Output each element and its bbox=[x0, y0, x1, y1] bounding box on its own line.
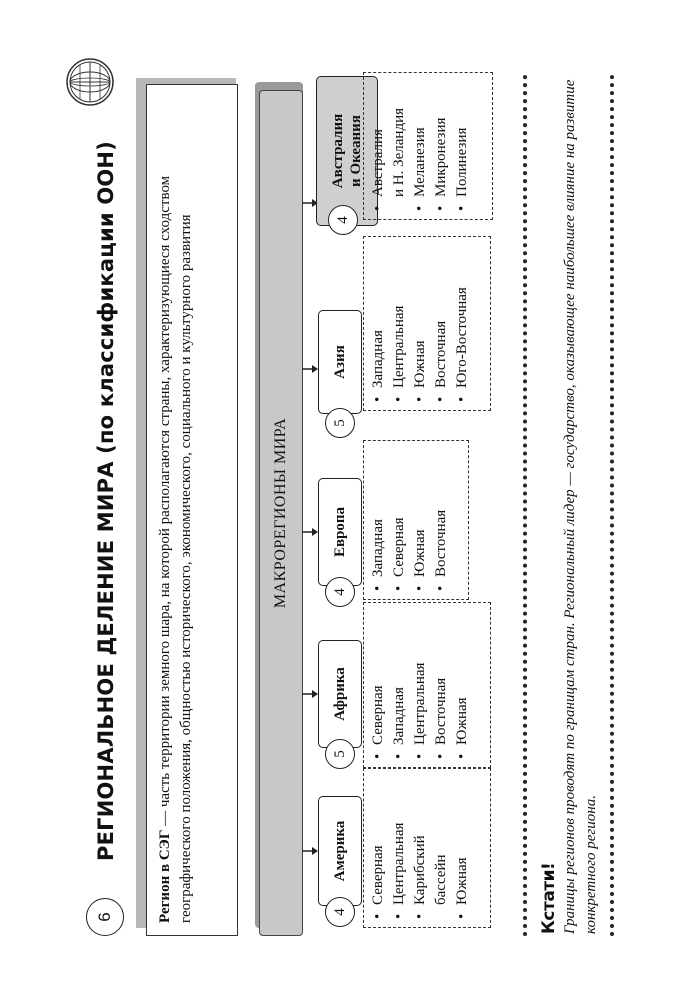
subregion-count-badge: 5 bbox=[325, 408, 355, 438]
region-tab-europe: Европа bbox=[318, 478, 362, 586]
list-item: Южная bbox=[452, 609, 473, 761]
macroregions-banner: МАКРОРЕГИОНЫ МИРА bbox=[259, 90, 303, 936]
list-item: Центральная bbox=[410, 609, 431, 761]
note-heading: Кстати! bbox=[539, 862, 559, 934]
list-item: Карибский bbox=[410, 775, 431, 921]
list-item: Северная bbox=[389, 447, 410, 593]
definition-text: — часть территории земного шара, на кото… bbox=[157, 175, 194, 923]
list-item: Западная bbox=[368, 243, 389, 404]
list-item: Южная bbox=[410, 447, 431, 593]
region-tab-america: Америка bbox=[318, 796, 362, 906]
connector-arrows bbox=[302, 199, 318, 855]
list-item: Меланезия bbox=[410, 79, 431, 213]
subregion-list-america: Северная Центральная Карибский бассейн Ю… bbox=[363, 768, 491, 928]
definition-box: Регион в СЭГ — часть территории земного … bbox=[146, 84, 238, 936]
definition-term: Регион в СЭГ bbox=[157, 829, 173, 923]
list-item: Австралия bbox=[368, 79, 389, 213]
subregion-count-badge: 4 bbox=[328, 205, 358, 235]
page-title: РЕГИОНАЛЬНОЕ ДЕЛЕНИЕ МИРА (по классифика… bbox=[94, 141, 118, 861]
globe-icon bbox=[66, 58, 114, 106]
region-tab-asia: Азия bbox=[318, 310, 362, 414]
list-item: и Н. Зеландия bbox=[391, 107, 407, 197]
region-name: Австралия bbox=[330, 113, 346, 189]
region-tab-africa: Африка bbox=[318, 640, 362, 748]
dotted-divider-bottom bbox=[610, 74, 614, 936]
subregion-list-africa: Северная Западная Центральная Восточная … bbox=[363, 602, 491, 768]
list-item: Микронезия bbox=[431, 79, 452, 213]
list-item: Полинезия bbox=[452, 79, 473, 213]
list-item: Южная bbox=[452, 775, 473, 921]
subregion-list-europe: Западная Северная Южная Восточная bbox=[363, 440, 469, 600]
page-number: 6 bbox=[86, 898, 124, 936]
subregion-count-badge: 4 bbox=[325, 577, 355, 607]
region-name: Европа bbox=[331, 506, 348, 558]
list-item: бассейн bbox=[433, 854, 449, 905]
region-name: Азия bbox=[331, 345, 348, 379]
list-item: Центральная bbox=[389, 775, 410, 921]
subregion-list-australia-oceania: Австралия и Н. Зеландия Меланезия Микрон… bbox=[363, 72, 493, 220]
note-text: Границы регионов проводят по границам ст… bbox=[562, 79, 599, 934]
list-item: Южная bbox=[410, 243, 431, 404]
region-name: Америка bbox=[331, 820, 348, 882]
list-item: Северная bbox=[368, 775, 389, 921]
list-item: Западная bbox=[389, 609, 410, 761]
list-item: Юго-Восточная bbox=[452, 243, 473, 404]
list-item: Восточная bbox=[431, 447, 452, 593]
subregion-count-badge: 4 bbox=[325, 897, 355, 927]
region-name: Африка bbox=[331, 667, 348, 721]
list-item: Восточная bbox=[431, 609, 452, 761]
subregion-list-asia: Западная Центральная Южная Восточная Юго… bbox=[363, 236, 491, 411]
list-item: Восточная bbox=[431, 243, 452, 404]
list-item: Северная bbox=[368, 609, 389, 761]
list-item: Западная bbox=[368, 447, 389, 593]
dotted-divider-top bbox=[523, 74, 527, 936]
list-item: Центральная bbox=[389, 243, 410, 404]
subregion-count-badge: 5 bbox=[325, 739, 355, 769]
